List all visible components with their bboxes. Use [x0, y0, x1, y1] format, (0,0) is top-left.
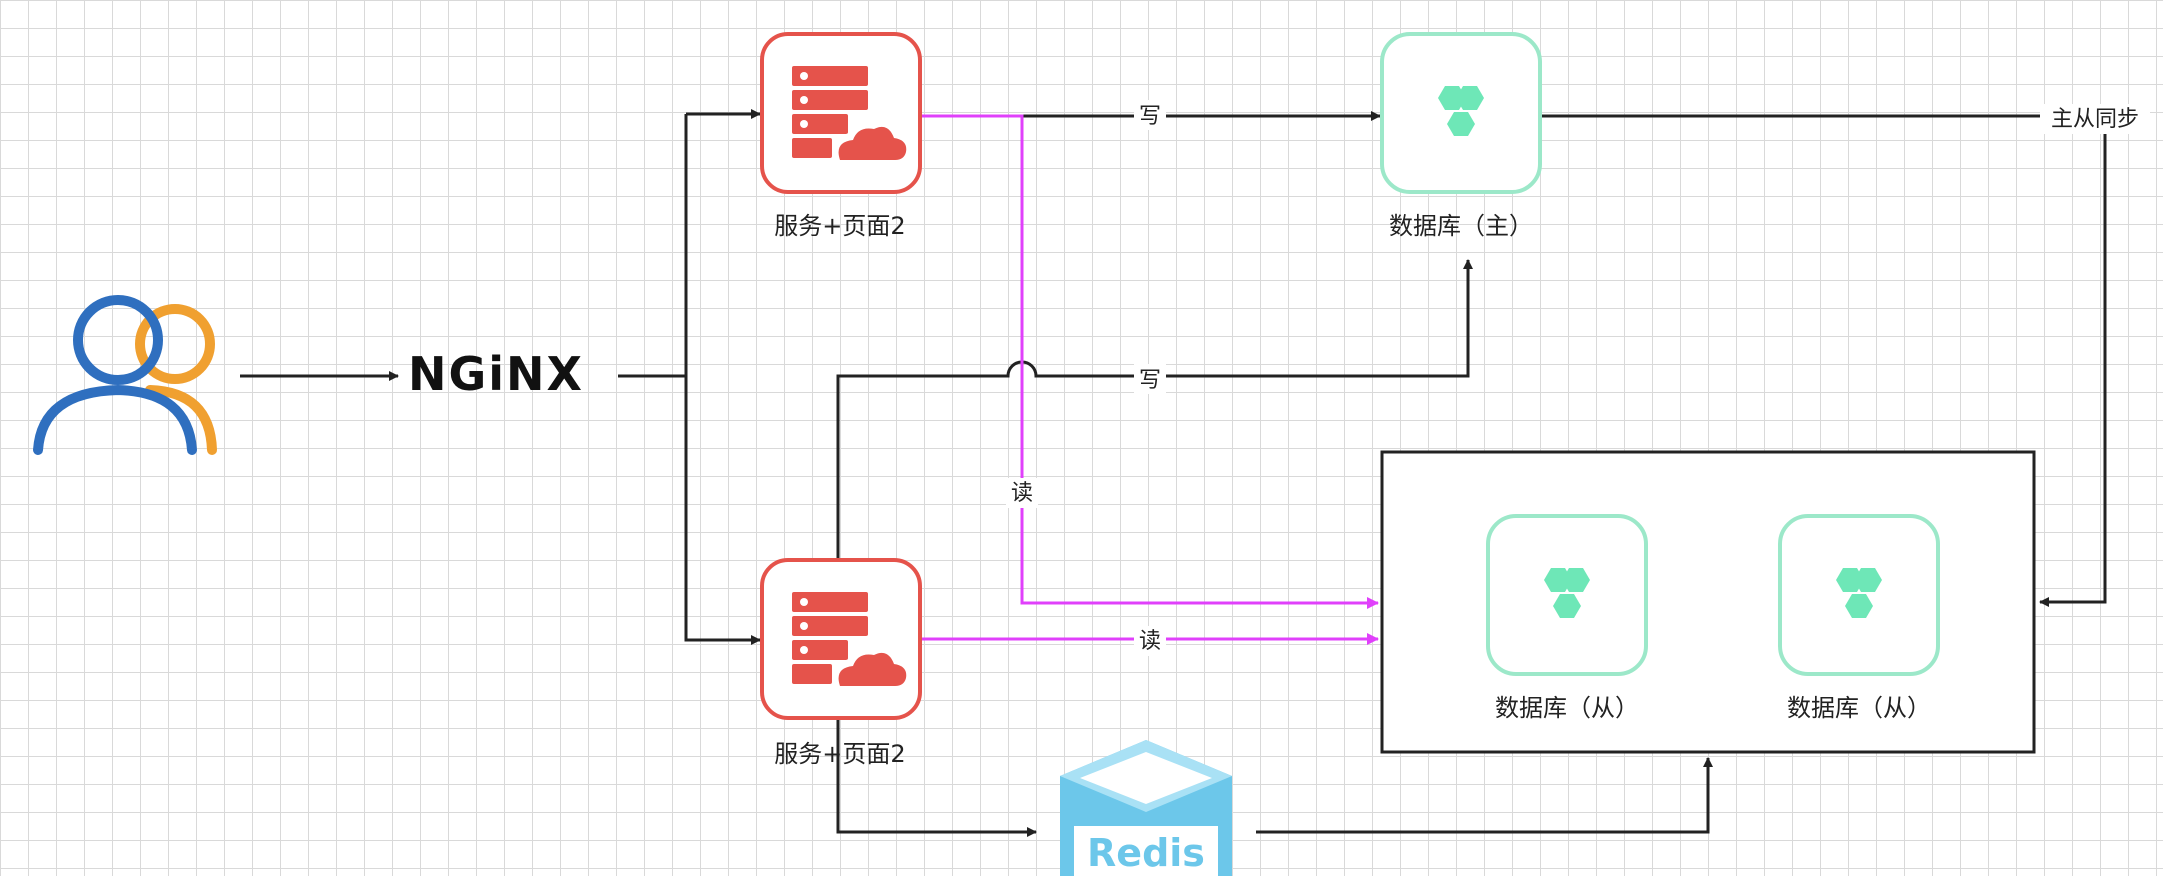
edge-redis-slaves	[1256, 757, 1713, 834]
server-cloud-icon	[792, 66, 916, 168]
redis-node[interactable]: Redis	[1060, 740, 1232, 876]
edge-nginx-trunk	[618, 114, 688, 378]
service-bottom-label: 服务+页面2	[774, 740, 905, 768]
edge-read-top	[920, 114, 1379, 609]
db-slave-node-1[interactable]	[1486, 514, 1648, 676]
service-node-top[interactable]	[760, 32, 922, 194]
label-read-vertical: 读	[1011, 481, 1033, 506]
db-master-label: 数据库（主）	[1389, 212, 1533, 240]
edges	[240, 109, 2107, 837]
nginx-logo: NGiNX	[408, 347, 584, 401]
db-slave-node-2[interactable]	[1778, 514, 1940, 676]
edge-labels: 写 写 读 读 主从同步	[1006, 100, 2150, 656]
db-slave-1-label: 数据库（从）	[1495, 694, 1639, 722]
server-card	[760, 32, 922, 194]
label-master-slave-sync: 主从同步	[2051, 107, 2139, 132]
edge-master-slave-sync	[1542, 114, 2107, 607]
label-write-bottom: 写	[1139, 368, 1161, 393]
edge-nginx-service-bottom	[684, 376, 761, 645]
label-read-bottom: 读	[1139, 629, 1161, 654]
edge-write-bottom	[836, 259, 1473, 560]
service-node-bottom[interactable]	[760, 558, 922, 720]
service-top-label: 服务+页面2	[774, 212, 905, 240]
redis-label: Redis	[1087, 831, 1205, 875]
server-cloud-icon	[792, 592, 916, 694]
db-master-node[interactable]	[1380, 32, 1542, 194]
server-card	[760, 558, 922, 720]
label-write-top: 写	[1139, 104, 1161, 129]
users-icon	[33, 295, 217, 455]
redis-cube-icon	[1060, 740, 1232, 876]
db-slave-2-label: 数据库（从）	[1787, 694, 1931, 722]
edge-service-redis	[836, 720, 1037, 837]
